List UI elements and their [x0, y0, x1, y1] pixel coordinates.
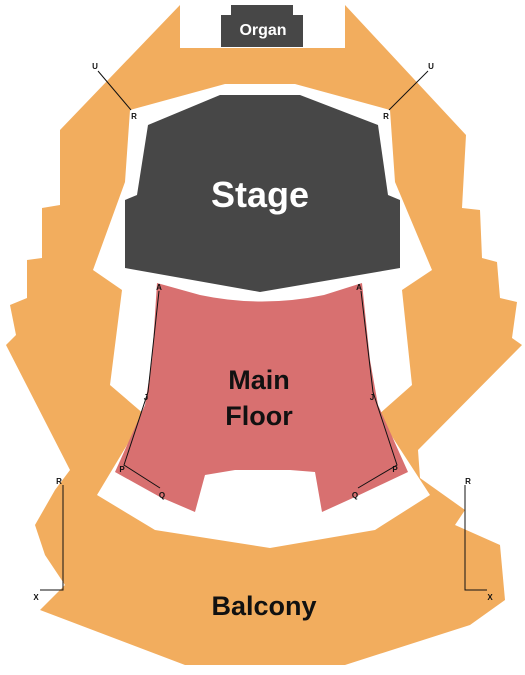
row-label-floor-left-j: J: [144, 393, 148, 402]
section-stage: [125, 95, 400, 292]
section-balcony[interactable]: [6, 5, 522, 665]
section-main-floor[interactable]: [115, 283, 408, 512]
row-line-floor-left: [123, 290, 161, 489]
row-label-balcony-top-right-r: R: [383, 112, 389, 121]
row-label-floor-right-q: Q: [352, 491, 358, 500]
row-label-floor-right-p: P: [392, 465, 398, 474]
row-label-balcony-top-right-u: U: [428, 62, 434, 71]
row-label-floor-right-a: A: [356, 283, 362, 292]
row-label-balcony-side-right-x: X: [487, 593, 493, 602]
row-label-balcony-top-left-u: U: [92, 62, 98, 71]
section-organ: [221, 15, 303, 47]
row-line-floor-right: [357, 290, 398, 489]
organ-top: [231, 5, 293, 17]
stage-label: Stage: [211, 174, 309, 215]
row-label-balcony-side-left-x: X: [33, 593, 39, 602]
row-label-floor-left-p: P: [119, 465, 125, 474]
row-line-balcony-top-left: [97, 70, 132, 111]
row-label-floor-left-q: Q: [159, 491, 165, 500]
row-lines: [40, 70, 487, 591]
row-label-balcony-side-right-r: R: [465, 477, 471, 486]
balcony-label: Balcony: [211, 591, 316, 621]
main-floor-label-line2: Floor: [225, 401, 293, 431]
main-floor-label-line1: Main: [228, 365, 290, 395]
row-label-floor-right-j: J: [370, 393, 374, 402]
row-label-balcony-top-left-r: R: [131, 112, 137, 121]
organ-label: Organ: [239, 22, 286, 39]
row-line-balcony-side-right: [464, 485, 487, 591]
row-line-balcony-top-right: [388, 70, 429, 111]
row-label-balcony-side-left-r: R: [56, 477, 62, 486]
row-label-floor-left-a: A: [156, 283, 162, 292]
row-line-balcony-side-left: [40, 485, 64, 591]
